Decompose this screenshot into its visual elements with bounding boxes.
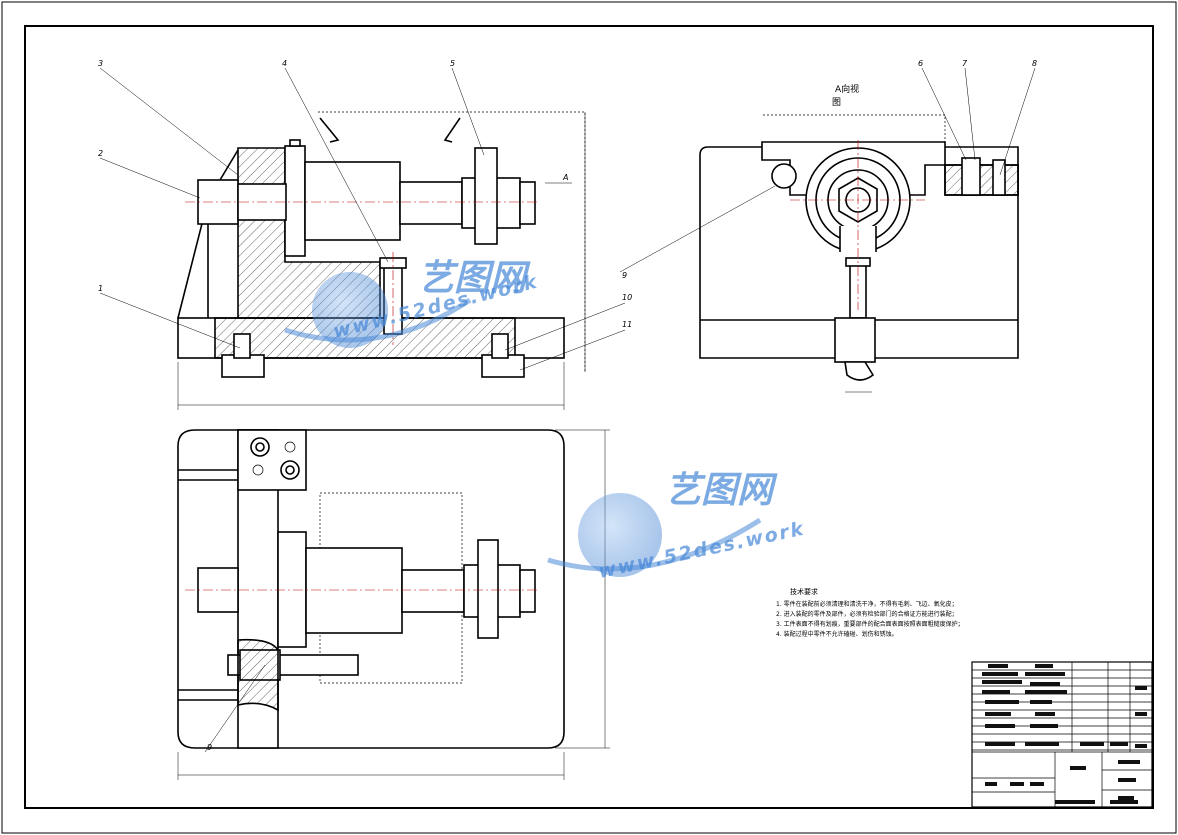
- watermark-bottom: 艺图网 www.52des.work: [547, 470, 807, 583]
- balloon-8: 8: [1032, 59, 1037, 68]
- front-section-view: A 3 2 1 4 5 10 11: [98, 59, 632, 410]
- balloon-10: 10: [622, 293, 632, 302]
- watermark-brand: 艺图网: [665, 470, 778, 511]
- globe-icon: [312, 272, 388, 348]
- balloon-5: 5: [450, 59, 455, 68]
- notes-item-2: 2. 进入装配的零件及部件，必须有检验部门的合格证方能进行装配；: [776, 610, 958, 618]
- balloon-bottom-9: 9: [207, 743, 212, 752]
- balloon-7: 7: [962, 59, 968, 68]
- balloon-4: 4: [282, 59, 287, 68]
- view-title-line1: A向视: [835, 83, 859, 95]
- section-marker-a: A: [562, 173, 568, 182]
- balloon-11: 11: [622, 320, 632, 329]
- title-block: [971, 661, 1153, 808]
- balloon-1: 1: [98, 284, 103, 293]
- globe-icon: [578, 493, 662, 577]
- technical-requirements: 技术要求 1. 零件在装配前必须清理和清洗干净，不得有毛刺、飞边、氧化皮； 2.…: [776, 587, 964, 638]
- side-view-a: A向视 图: [619, 59, 1037, 393]
- inner-border: [24, 25, 1154, 809]
- view-title-line2: 图: [832, 97, 841, 108]
- notes-title: 技术要求: [790, 587, 818, 596]
- balloon-9: 9: [622, 271, 627, 280]
- watermark-brand: 艺图网: [418, 258, 531, 299]
- notes-item-1: 1. 零件在装配前必须清理和清洗干净，不得有毛刺、飞边、氧化皮；: [776, 600, 958, 608]
- notes-item-3: 3. 工件表面不得有划痕，重要部件的配合面表面按照表面粗糙度保护；: [776, 620, 964, 628]
- balloon-6: 6: [918, 59, 923, 68]
- notes-item-4: 4. 装配过程中零件不允许磕碰、划伤和锈蚀。: [776, 630, 898, 638]
- balloon-3: 3: [98, 59, 103, 68]
- top-view: 9: [177, 429, 610, 780]
- balloon-2: 2: [98, 149, 103, 158]
